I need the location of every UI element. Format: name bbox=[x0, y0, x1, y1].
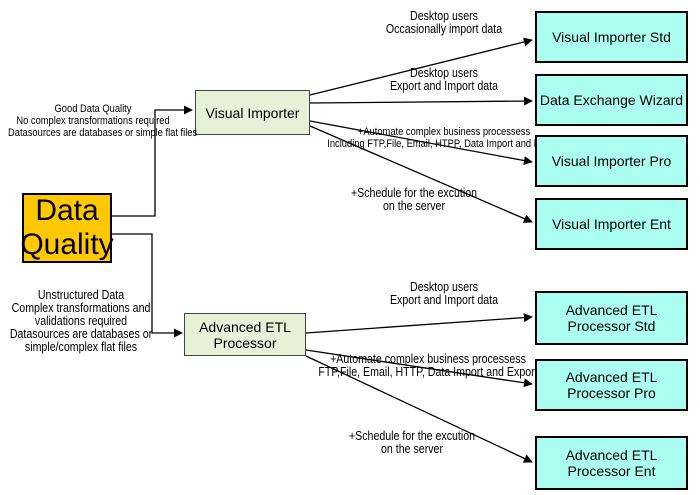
desc-data-exchange-wizard: Desktop users Export and Import data bbox=[389, 66, 499, 93]
edge-vi-std bbox=[309, 37, 533, 96]
desc-visual-importer-ent: +Schedule for the excution on the server bbox=[350, 186, 478, 213]
edge-root-etl-processor bbox=[112, 233, 183, 338]
desc-etl-std: Desktop users Export and Import data bbox=[389, 280, 499, 307]
edge-vi-wizard bbox=[309, 96, 533, 106]
desc-etl-pro: +Automate complex business processess FT… bbox=[318, 352, 538, 379]
product-etl-std[interactable]: Advanced ETL Processor Std bbox=[535, 291, 688, 345]
condition-etl-processor: Unstructured Data Complex transformation… bbox=[9, 288, 153, 354]
edge-etl-std bbox=[305, 313, 533, 334]
desc-visual-importer-pro: +Automate complex business processess In… bbox=[327, 126, 561, 150]
product-visual-importer-ent[interactable]: Visual Importer Ent bbox=[535, 198, 688, 250]
desc-visual-importer-std: Desktop users Occasionally import data bbox=[385, 9, 503, 36]
edge-etl-ent bbox=[305, 355, 533, 463]
product-visual-importer-std[interactable]: Visual Importer Std bbox=[535, 11, 688, 63]
product-data-exchange-wizard[interactable]: Data Exchange Wizard bbox=[535, 74, 688, 126]
root-line-2: Quality bbox=[20, 228, 114, 261]
product-etl-pro[interactable]: Advanced ETL Processor Pro bbox=[535, 359, 688, 411]
product-visual-importer-pro[interactable]: Visual Importer Pro bbox=[535, 135, 688, 187]
node-visual-importer[interactable]: Visual Importer bbox=[195, 90, 310, 135]
edge-etl-pro bbox=[305, 349, 533, 388]
root-node-data-quality[interactable]: Data Quality bbox=[20, 193, 114, 263]
desc-etl-ent: +Schedule for the excution on the server bbox=[348, 429, 476, 456]
condition-visual-importer: Good Data Quality No complex transformat… bbox=[8, 103, 198, 139]
node-etl-processor[interactable]: Advanced ETL Processor bbox=[184, 313, 306, 356]
product-etl-ent[interactable]: Advanced ETL Processor Ent bbox=[535, 436, 688, 490]
edge-root-visual-importer bbox=[112, 105, 193, 217]
edge-vi-pro bbox=[309, 120, 533, 165]
root-line-1: Data bbox=[35, 194, 99, 227]
edge-vi-ent bbox=[309, 125, 533, 223]
